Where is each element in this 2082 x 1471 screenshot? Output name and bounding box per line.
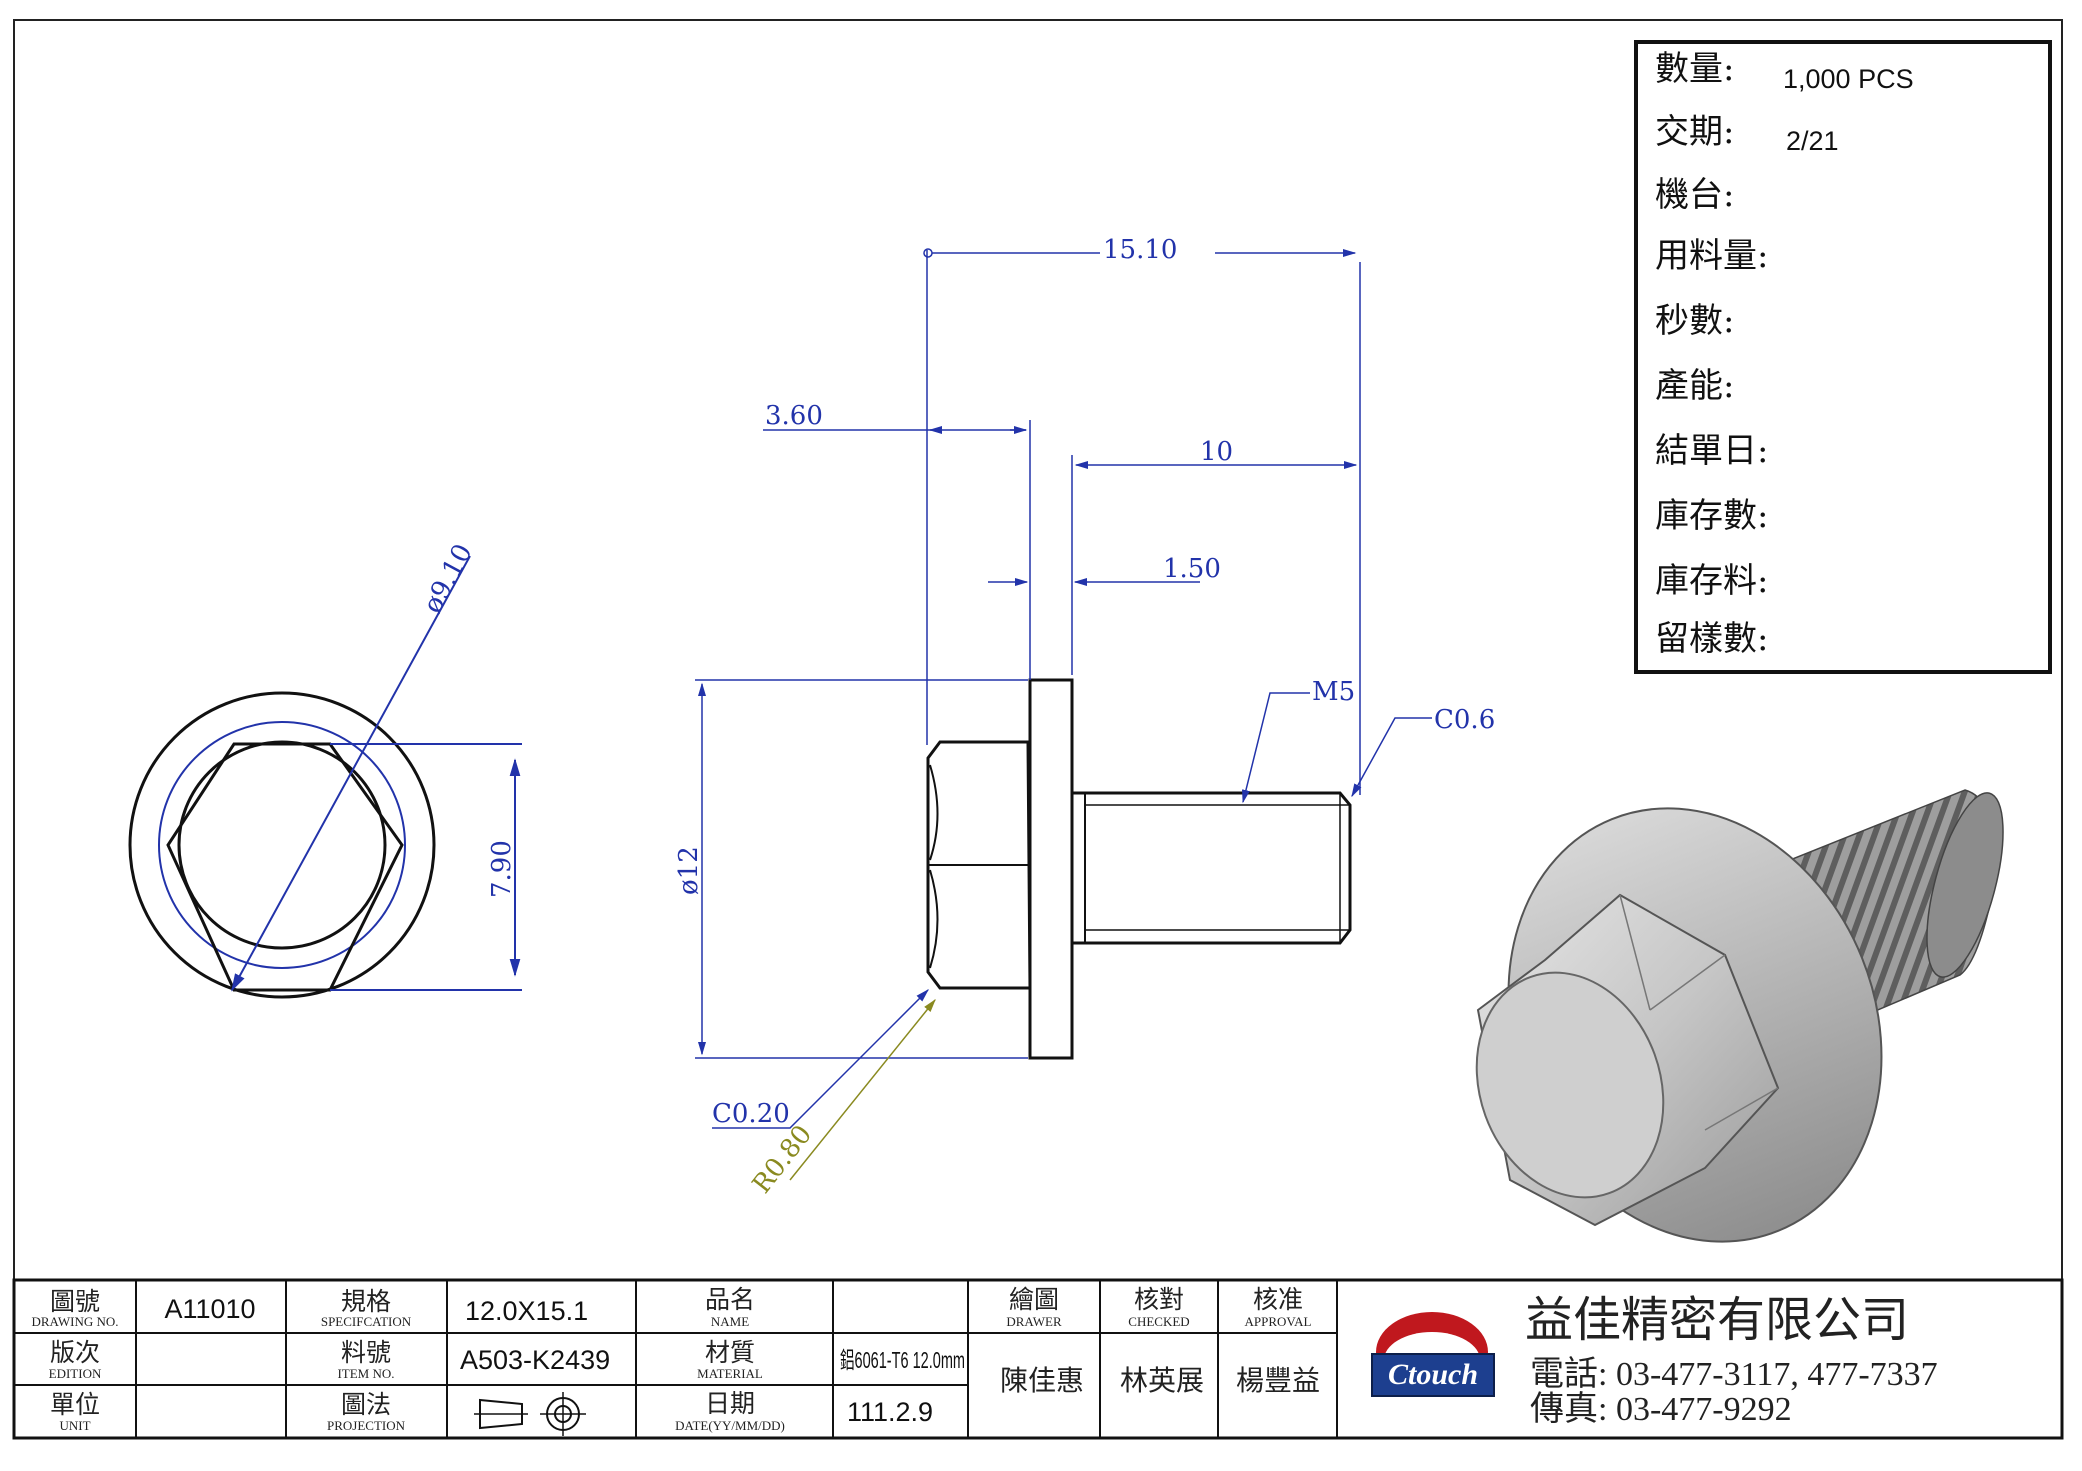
tb-drawer-zh: 繪圖 (1009, 1285, 1059, 1314)
flange-circle (128, 691, 436, 999)
company-name: 益佳精密有限公司 (1525, 1292, 1909, 1348)
info-label-stock-material: 庫存料: (1655, 561, 1768, 601)
dim-circle-diameter: ø9.10 (418, 539, 479, 618)
projection-symbol-icon (474, 1392, 586, 1436)
render-hex-edge-3 (1704, 1087, 1779, 1131)
tb-drawer-value: 陳佳惠 (1000, 1364, 1084, 1397)
dim-across-flats: 7.90 (487, 840, 517, 898)
tb-checked-en: CHECKED (1128, 1314, 1189, 1329)
render-hex-edge-2 (1649, 954, 1726, 1011)
hex-head-outline (926, 740, 1032, 990)
render-thread-end (1926, 792, 2004, 978)
tb-edition-zh: 版次 (50, 1338, 100, 1367)
m5-leader (1241, 692, 1310, 804)
info-value-quantity: 1,000 PCS (1783, 64, 1914, 94)
info-label-delivery: 交期: (1655, 112, 1734, 152)
info-label-sample-qty: 留樣數: (1655, 619, 1768, 659)
info-label-close-date: 結單日: (1655, 431, 1768, 471)
tb-unit-zh: 單位 (50, 1390, 100, 1419)
tb-approval-zh: 核准 (1253, 1285, 1303, 1314)
tb-projection-zh: 圖法 (341, 1390, 391, 1419)
tb-projection-en: PROJECTION (327, 1418, 406, 1433)
flange-outline (1028, 678, 1074, 1060)
dim-thread-length: 10 (1200, 437, 1233, 467)
tb-approval-value: 楊豐益 (1236, 1364, 1320, 1397)
tb-spec-value: 12.0X15.1 (465, 1296, 588, 1326)
dim-head-chamfer: C0.20 (712, 1099, 790, 1129)
info-label-seconds: 秒數: (1655, 301, 1734, 341)
hex-curve-bottom (929, 869, 939, 969)
tb-date-zh: 日期 (705, 1389, 755, 1418)
tb-name-en: NAME (711, 1314, 749, 1329)
tb-spec-en: SPECIFCATION (321, 1314, 412, 1329)
company-logo-icon: Ctouch (1371, 1312, 1495, 1397)
dim-flange-diameter: ø12 (674, 846, 704, 895)
tb-date-value: 111.2.9 (847, 1397, 933, 1427)
production-info-box: 數量: 1,000 PCS 交期: 2/21 機台: 用料量: 秒數: 產能: … (1634, 40, 2052, 674)
end-view: ø9.10 7.90 (128, 539, 522, 999)
dim-flange-thickness: 1.50 (1163, 554, 1221, 584)
tb-drawer-en: DRAWER (1006, 1314, 1062, 1329)
company-fax: 傳真: 03-477-9292 (1530, 1390, 1792, 1428)
tb-item-no-zh: 料號 (341, 1338, 391, 1367)
info-label-material-usage: 用料量: (1655, 236, 1768, 276)
tb-spec-zh: 規格 (341, 1287, 391, 1316)
hex-inner-circle (177, 740, 387, 950)
shank-outline (1070, 791, 1352, 945)
info-label-quantity: 數量: (1655, 49, 1734, 89)
tb-material-zh: 材質 (705, 1338, 755, 1367)
dim-head-height: 3.60 (765, 401, 823, 431)
across-corners-circle (158, 721, 406, 969)
side-view: 15.10 3.60 10 1.50 M5 C0.6 ø12 C0.20 R0.… (674, 235, 1495, 1199)
info-label-stock-qty: 庫存數: (1655, 496, 1768, 536)
info-label-machine: 機台: (1655, 175, 1734, 215)
title-block: 圖號 DRAWING NO. A11010 版次 EDITION 單位 UNIT… (12, 1278, 2064, 1440)
tb-material-en: MATERIAL (697, 1366, 763, 1381)
info-value-delivery: 2/21 (1786, 126, 1839, 156)
tb-item-no-en: ITEM NO. (337, 1366, 394, 1381)
hex-curve-top (929, 764, 939, 861)
tb-checked-zh: 核對 (1134, 1285, 1184, 1314)
tb-name-zh: 品名 (705, 1285, 755, 1314)
dia-leader-line (231, 555, 471, 992)
r080-leader (789, 998, 936, 1181)
origin-mark (923, 248, 933, 258)
tb-drawing-no-en: DRAWING NO. (31, 1314, 118, 1329)
company-logo-text: Ctouch (1388, 1358, 1478, 1391)
tb-material-value: 鋁6061-T6 12.0mm (840, 1347, 965, 1373)
render-hex-edge-1 (1619, 894, 1651, 1011)
tb-checked-value: 林英展 (1120, 1364, 1204, 1397)
dim-thread-chamfer: C0.6 (1434, 705, 1495, 735)
dim-thread-spec: M5 (1312, 677, 1355, 707)
c06-leader (1351, 717, 1432, 798)
bolt-3d-render (1475, 789, 2004, 1243)
dim-fillet-radius: R0.80 (747, 1120, 818, 1200)
info-label-capacity: 產能: (1655, 366, 1734, 406)
tb-approval-en: APPROVAL (1245, 1314, 1312, 1329)
dim-overall-length: 15.10 (1103, 235, 1177, 265)
tb-unit-en: UNIT (59, 1418, 90, 1433)
title-block-frame (12, 1278, 2064, 1440)
tb-drawing-no-zh: 圖號 (50, 1287, 100, 1316)
info-box-frame (1634, 40, 2052, 674)
render-head-face (1475, 971, 1665, 1199)
tb-edition-en: EDITION (49, 1366, 102, 1381)
tb-drawing-no-value: A11010 (164, 1294, 255, 1324)
tb-date-en: DATE(YY/MM/DD) (675, 1418, 785, 1433)
tb-item-no-value: A503-K2439 (460, 1345, 610, 1375)
company-phone: 電話: 03-477-3117, 477-7337 (1530, 1355, 1938, 1393)
c020-leader (712, 989, 929, 1129)
